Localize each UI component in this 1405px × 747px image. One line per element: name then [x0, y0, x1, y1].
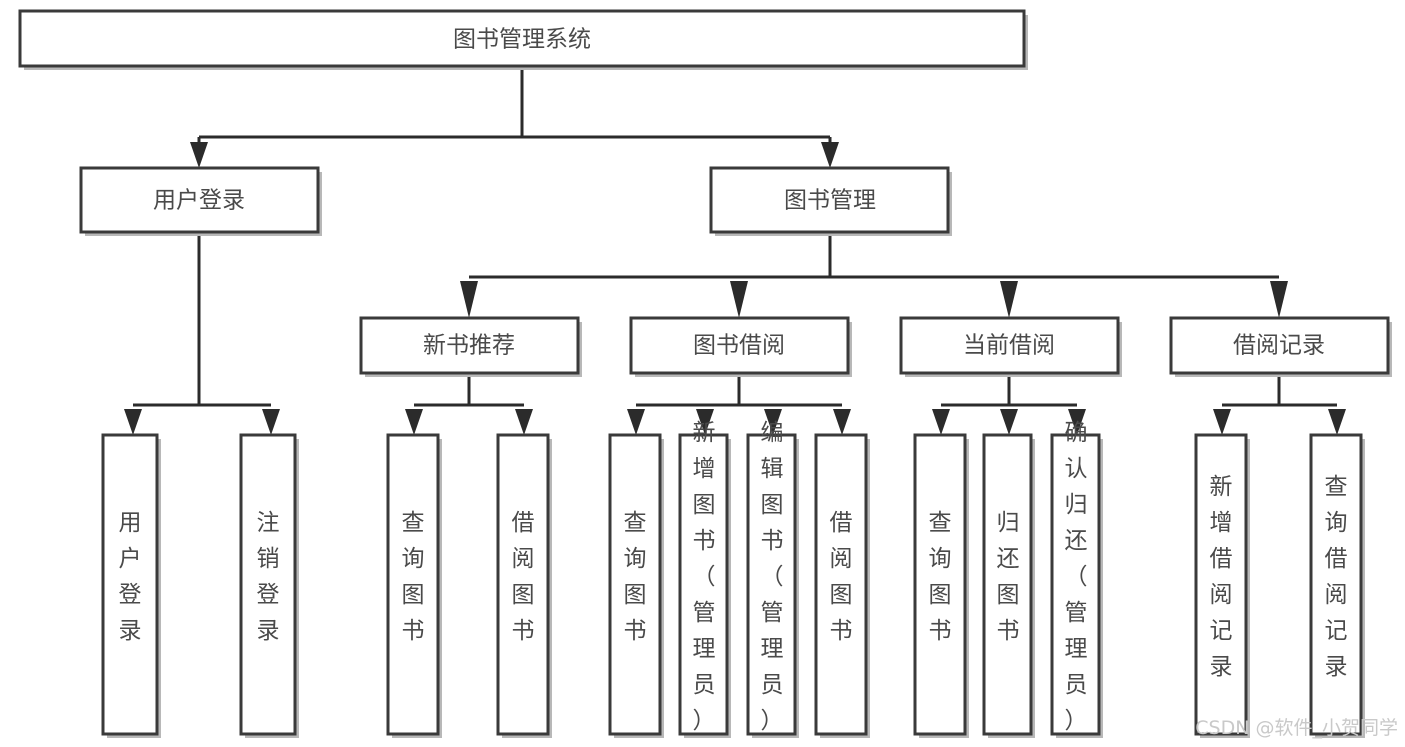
node-leaf-add-book-box [678, 433, 729, 736]
node-leaf-add-record[interactable]: 新增借阅记录 [1194, 433, 1250, 738]
node-leaf-borrow-book-2[interactable]: 借阅图书 [814, 433, 870, 738]
node-book-management[interactable]: 图书管理 [709, 166, 952, 236]
node-root-box [18, 9, 1026, 68]
node-leaf-user-login-label: 用户登录 [119, 510, 142, 644]
node-leaf-confirm-return-box [1050, 433, 1101, 736]
node-leaf-user-login-box [101, 433, 159, 736]
node-leaf-query-record-label: 查询借阅记录 [1325, 474, 1348, 680]
node-leaf-return-book[interactable]: 归还图书 [982, 433, 1035, 738]
arrow-head-borrow-record [1270, 281, 1288, 318]
node-book-borrow-label: 图书借阅 [693, 333, 785, 359]
arrow-head-new-book-recommend [460, 281, 478, 318]
node-leaf-borrow-book-2-box [814, 433, 868, 736]
arrow-head-leaf-query-book-2 [627, 409, 645, 435]
node-new-book-recommend-box [359, 316, 580, 375]
arrow-head-book-management [821, 142, 839, 168]
node-leaf-query-book-1-label: 查询图书 [402, 510, 425, 644]
node-leaf-query-book-2-box [608, 433, 662, 736]
arrow-head-leaf-user-login [124, 409, 142, 435]
arrow-head-leaf-confirm-return [1068, 409, 1086, 435]
arrow-head-leaf-query-record [1328, 409, 1346, 435]
node-leaf-edit-book-label: 编辑图书（管理员） [761, 420, 784, 734]
node-leaf-add-record-label: 新增借阅记录 [1210, 474, 1233, 680]
arrow-head-book-borrow [730, 281, 748, 318]
arrow-head-leaf-return-book [1000, 409, 1018, 435]
node-leaf-user-login[interactable]: 用户登录 [101, 433, 161, 738]
node-leaf-confirm-return-label: 确认归还（管理员） [1065, 420, 1088, 734]
arrow-head-leaf-borrow-book-2 [833, 409, 851, 435]
node-leaf-query-book-1[interactable]: 查询图书 [386, 433, 442, 738]
node-leaf-borrow-book-1-label: 借阅图书 [512, 510, 535, 644]
node-borrow-record[interactable]: 借阅记录 [1169, 316, 1392, 377]
node-leaf-borrow-book-1[interactable]: 借阅图书 [496, 433, 552, 738]
node-leaf-query-book-3[interactable]: 查询图书 [913, 433, 969, 738]
node-leaf-query-book-1-box [386, 433, 440, 736]
arrow-head-user-login [190, 142, 208, 168]
node-book-management-box [709, 166, 950, 234]
node-borrow-record-box [1169, 316, 1390, 375]
arrow-head-current-borrow [1000, 281, 1018, 318]
node-leaf-logout-login[interactable]: 注销登录 [239, 433, 299, 738]
node-leaf-query-book-3-box [913, 433, 967, 736]
node-leaf-return-book-box [982, 433, 1033, 736]
node-book-borrow-box [629, 316, 850, 375]
node-leaf-logout-login-box [239, 433, 297, 736]
watermark: CSDN @软件_小贺同学 [1195, 717, 1398, 739]
node-new-book-recommend[interactable]: 新书推荐 [359, 316, 582, 377]
arrow-head-leaf-add-record [1213, 409, 1231, 435]
node-leaf-edit-book[interactable]: 编辑图书（管理员） [746, 420, 799, 738]
node-leaf-query-record[interactable]: 查询借阅记录 [1309, 433, 1365, 738]
node-leaf-borrow-book-1-box [496, 433, 550, 736]
arrow-head-leaf-add-book [696, 409, 714, 435]
node-leaf-query-book-3-label: 查询图书 [929, 510, 952, 644]
node-leaf-edit-book-box [746, 433, 797, 736]
node-root-label: 图书管理系统 [453, 27, 591, 53]
arrow-head-leaf-borrow-book-1 [515, 409, 533, 435]
node-leaf-add-book-label: 新增图书（管理员） [693, 420, 716, 734]
node-book-management-label: 图书管理 [784, 188, 876, 214]
arrow-head-leaf-query-book-1 [405, 409, 423, 435]
node-leaf-query-record-box [1309, 433, 1363, 736]
node-root[interactable]: 图书管理系统 [18, 9, 1028, 70]
node-leaf-query-book-2-label: 查询图书 [624, 510, 647, 644]
node-user-login-label: 用户登录 [153, 188, 245, 214]
node-leaf-logout-login-label: 注销登录 [257, 510, 280, 644]
node-current-borrow-label: 当前借阅 [963, 333, 1055, 359]
node-leaf-confirm-return[interactable]: 确认归还（管理员） [1050, 420, 1103, 738]
connector-layer [124, 66, 1346, 435]
node-leaf-borrow-book-2-label: 借阅图书 [830, 510, 853, 644]
node-leaf-return-book-label: 归还图书 [997, 510, 1020, 644]
arrow-head-leaf-edit-book [764, 409, 782, 435]
node-borrow-record-label: 借阅记录 [1233, 333, 1325, 359]
node-leaf-query-book-2[interactable]: 查询图书 [608, 433, 664, 738]
node-leaf-add-record-box [1194, 433, 1248, 736]
node-current-borrow[interactable]: 当前借阅 [899, 316, 1122, 377]
arrow-head-leaf-logout-login [262, 409, 280, 435]
node-user-login-box [79, 166, 320, 234]
node-current-borrow-box [899, 316, 1120, 375]
node-new-book-recommend-label: 新书推荐 [423, 333, 515, 359]
node-leaf-add-book[interactable]: 新增图书（管理员） [678, 420, 731, 738]
node-user-login[interactable]: 用户登录 [79, 166, 322, 236]
node-book-borrow[interactable]: 图书借阅 [629, 316, 852, 377]
arrow-head-leaf-query-book-3 [932, 409, 950, 435]
